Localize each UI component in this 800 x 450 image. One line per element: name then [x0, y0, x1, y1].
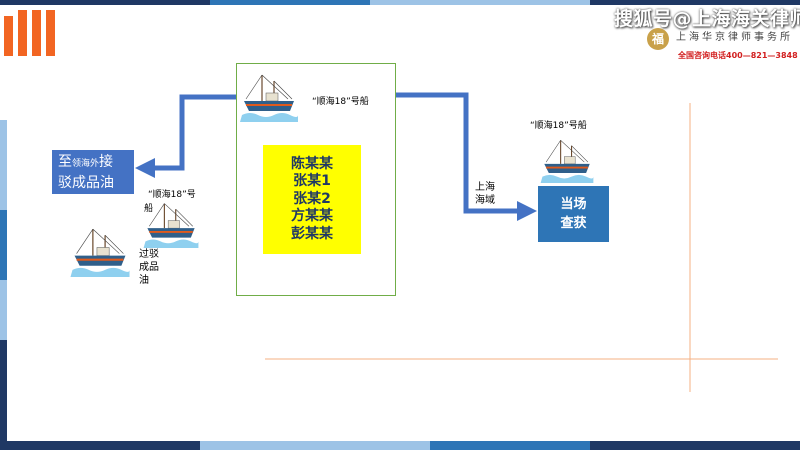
left-box-line2: 驳成品油 [58, 175, 114, 191]
ship-icon-right [540, 133, 594, 183]
transfer-label-line: 油 [139, 275, 149, 286]
transfer-label-line: 成品 [139, 262, 159, 273]
crew-name: 方某某 [291, 208, 333, 225]
watermark: 搜狐号@上海海关律师 [614, 8, 800, 30]
seized-box-line: 当场 [560, 197, 587, 212]
left-box-suffix: 接 [99, 154, 114, 170]
ship-label-right: “顺海18”号船 [530, 121, 587, 131]
ship-icon-top [240, 67, 298, 122]
left-decor-bar [0, 120, 7, 441]
sea-label-line: 上海 [475, 182, 495, 193]
crew-name: 张某1 [293, 173, 331, 190]
firm-hotline: 全国咨询电话400—821—3848 [678, 51, 798, 60]
sea-label-line: 海域 [475, 195, 495, 206]
top-decor-bar [0, 0, 800, 5]
left-box-small: 领海外 [72, 159, 100, 169]
transfer-destination-box: 至领海外接 驳成品油 [52, 150, 134, 194]
left-box-prefix: 至 [58, 154, 72, 170]
logo-bars-icon [4, 10, 58, 56]
crew-names-list: 陈某某 张某1 张某2 方某某 彭某某 [263, 145, 361, 254]
ship-label-left-line2: 船 [144, 204, 154, 214]
crew-name: 张某2 [293, 190, 331, 207]
sea-label: 上海 海域 [475, 181, 495, 207]
ship-label-top: “顺海18”号船 [312, 97, 369, 107]
ship-label-left-line1: “顺海18”号 [148, 190, 196, 200]
firm-name: 上海华京律师事务所 [676, 32, 793, 43]
ship-icon-middle-left [143, 196, 199, 248]
arrow-to-left-box [135, 94, 236, 178]
ship-icon-bottom-left [70, 221, 130, 277]
arrow-to-right-box [394, 92, 537, 221]
seized-box: 当场 查获 [538, 186, 609, 242]
bottom-decor-bar [0, 441, 800, 450]
crew-name: 陈某某 [291, 155, 333, 172]
firm-logo-icon: 福 [647, 28, 669, 50]
crew-name: 彭某某 [291, 225, 333, 242]
seized-box-line: 查获 [560, 216, 587, 231]
transfer-label-line: 过驳 [139, 249, 159, 260]
transfer-label: 过驳 成品 油 [139, 248, 159, 287]
